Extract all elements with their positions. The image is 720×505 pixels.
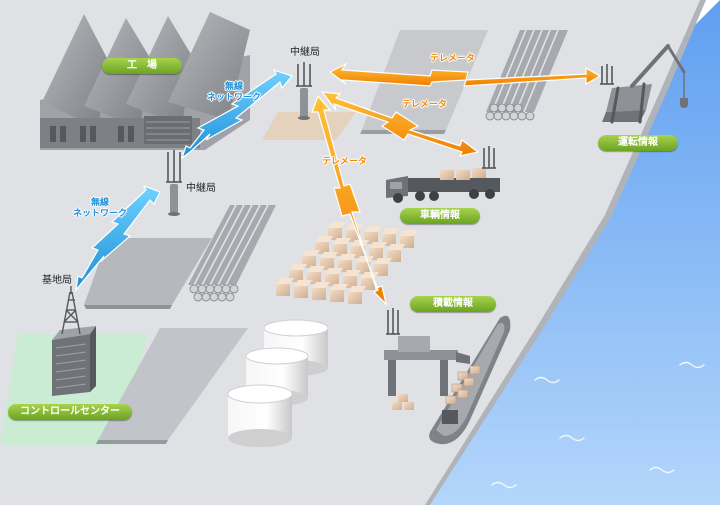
telemeter-link-ship [311,94,388,306]
wireless-link-upper [180,68,294,160]
truck-antenna-icon [482,146,496,169]
crane [602,44,688,124]
pipe-stack-top [485,29,568,121]
oil-tanks [227,319,329,447]
relay-mid-label: 中継局 [186,183,216,194]
cargo-info-badge: 積載情報 [410,296,496,312]
factory [40,12,250,150]
relay-antenna-mid-icon [166,150,182,216]
vehicle-info-badge: 車輌情報 [400,208,480,224]
wireless-link-lower [75,184,161,293]
relay-top-label: 中継局 [290,47,320,58]
telemeter-label-truck: テレメータ [402,100,448,110]
telemeter-label-ship: テレメータ [322,157,368,167]
pipe-stack-center [188,204,276,302]
wireless-label-lower: 無線ネットワーク [72,198,127,219]
base-station-tower-icon [61,286,81,335]
crane-antenna-icon [600,64,614,85]
base-station-label: 基地局 [42,275,72,286]
pier-antenna-icon [386,308,400,335]
relay-antenna-top-icon [296,62,312,120]
factory-badge: 工 場 [102,58,182,74]
operation-info-badge: 運転情報 [598,135,678,151]
base-station-building [52,326,96,396]
wireless-label-upper: 無線ネットワーク [206,82,261,103]
telemeter-link-crane [328,62,602,87]
cargo-box-stacks [276,222,418,304]
loading-crane [384,336,470,410]
ship [429,315,511,445]
telemeter-label-crane: テレメータ [430,54,476,64]
truck [386,168,500,203]
telemeter-link-truck [320,91,480,157]
control-center-badge: コントロールセンター [8,404,132,420]
